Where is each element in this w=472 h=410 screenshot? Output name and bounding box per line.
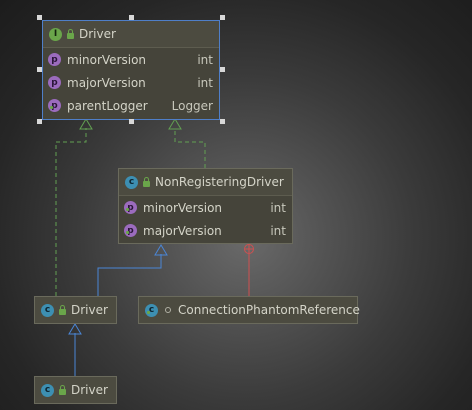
selection-handle-top-right[interactable]	[220, 15, 225, 20]
field-row[interactable]: p minorVersion int	[43, 48, 219, 71]
access-dot-icon	[147, 310, 150, 314]
edge-nonregistering-implements-driver-interface	[174, 128, 206, 168]
field-type: int	[197, 75, 213, 90]
field-name: majorVersion	[143, 223, 222, 238]
selection-handle-bottom-left[interactable]	[37, 119, 42, 124]
property-icon: p	[124, 224, 137, 237]
class-icon: c	[41, 383, 54, 397]
node-header: I Driver	[43, 21, 219, 48]
inner-class-plus	[245, 245, 253, 253]
field-name: minorVersion	[143, 200, 223, 215]
selection-handle-bottom-right[interactable]	[220, 119, 225, 124]
node-driver-class-bottom[interactable]: c Driver	[34, 376, 117, 404]
inner-class-circle	[244, 244, 254, 254]
node-header: c Driver	[35, 297, 116, 323]
node-nonregistering-driver[interactable]: c NonRegisteringDriver p minorVersion in…	[118, 168, 293, 244]
field-name: minorVersion	[67, 52, 147, 67]
node-driver-class[interactable]: c Driver	[34, 296, 117, 324]
field-row[interactable]: p majorVersion int	[43, 71, 219, 94]
node-driver-interface[interactable]: I Driver p minorVersion int p majorVersi…	[42, 20, 220, 120]
selection-handle-top[interactable]	[129, 15, 134, 20]
package-private-icon	[165, 307, 171, 313]
implements-arrowhead-right	[168, 118, 182, 130]
class-icon: c	[125, 175, 138, 189]
node-header: c ConnectionPhantomReference	[139, 297, 360, 323]
access-dot-icon	[126, 208, 129, 211]
field-name: parentLogger	[67, 98, 148, 113]
lock-icon	[143, 176, 150, 187]
selection-handle-left[interactable]	[37, 67, 42, 72]
node-title: Driver	[71, 303, 108, 317]
field-name: majorVersion	[67, 75, 146, 90]
edge-driver-implements-driver-interface	[55, 128, 87, 296]
selection-handle-right[interactable]	[220, 67, 225, 72]
property-icon: p	[48, 76, 61, 89]
property-icon: p	[48, 53, 61, 66]
interface-icon: I	[49, 27, 62, 41]
field-type: int	[197, 52, 213, 67]
property-icon: p	[124, 201, 137, 214]
lock-icon	[67, 28, 74, 39]
field-row[interactable]: p parentLogger Logger	[43, 94, 219, 117]
selection-handle-top-left[interactable]	[37, 15, 42, 20]
node-title: ConnectionPhantomReference	[178, 303, 360, 317]
node-title: Driver	[71, 383, 108, 397]
node-header: c NonRegisteringDriver	[119, 169, 292, 196]
field-row[interactable]: p majorVersion int	[119, 219, 292, 242]
lock-icon	[59, 384, 66, 395]
class-icon: c	[41, 303, 54, 317]
node-title: Driver	[79, 27, 116, 41]
access-dot-icon	[50, 106, 53, 109]
implements-arrowhead-left	[79, 118, 93, 130]
access-dot-icon	[126, 231, 129, 234]
field-type: Logger	[171, 98, 213, 113]
property-icon: p	[48, 99, 61, 112]
edge-driver-extends-nonregistering	[97, 254, 162, 296]
extends-arrowhead-lower	[68, 323, 82, 335]
selection-handle-bottom[interactable]	[129, 119, 134, 124]
extends-arrowhead-upper	[154, 244, 168, 256]
node-title: NonRegisteringDriver	[155, 175, 284, 189]
field-type: int	[270, 200, 286, 215]
class-icon: c	[145, 303, 158, 317]
node-connection-phantom-reference[interactable]: c ConnectionPhantomReference	[138, 296, 360, 324]
field-type: int	[270, 223, 286, 238]
node-header: c Driver	[35, 377, 116, 403]
lock-icon	[59, 304, 66, 315]
field-row[interactable]: p minorVersion int	[119, 196, 292, 219]
